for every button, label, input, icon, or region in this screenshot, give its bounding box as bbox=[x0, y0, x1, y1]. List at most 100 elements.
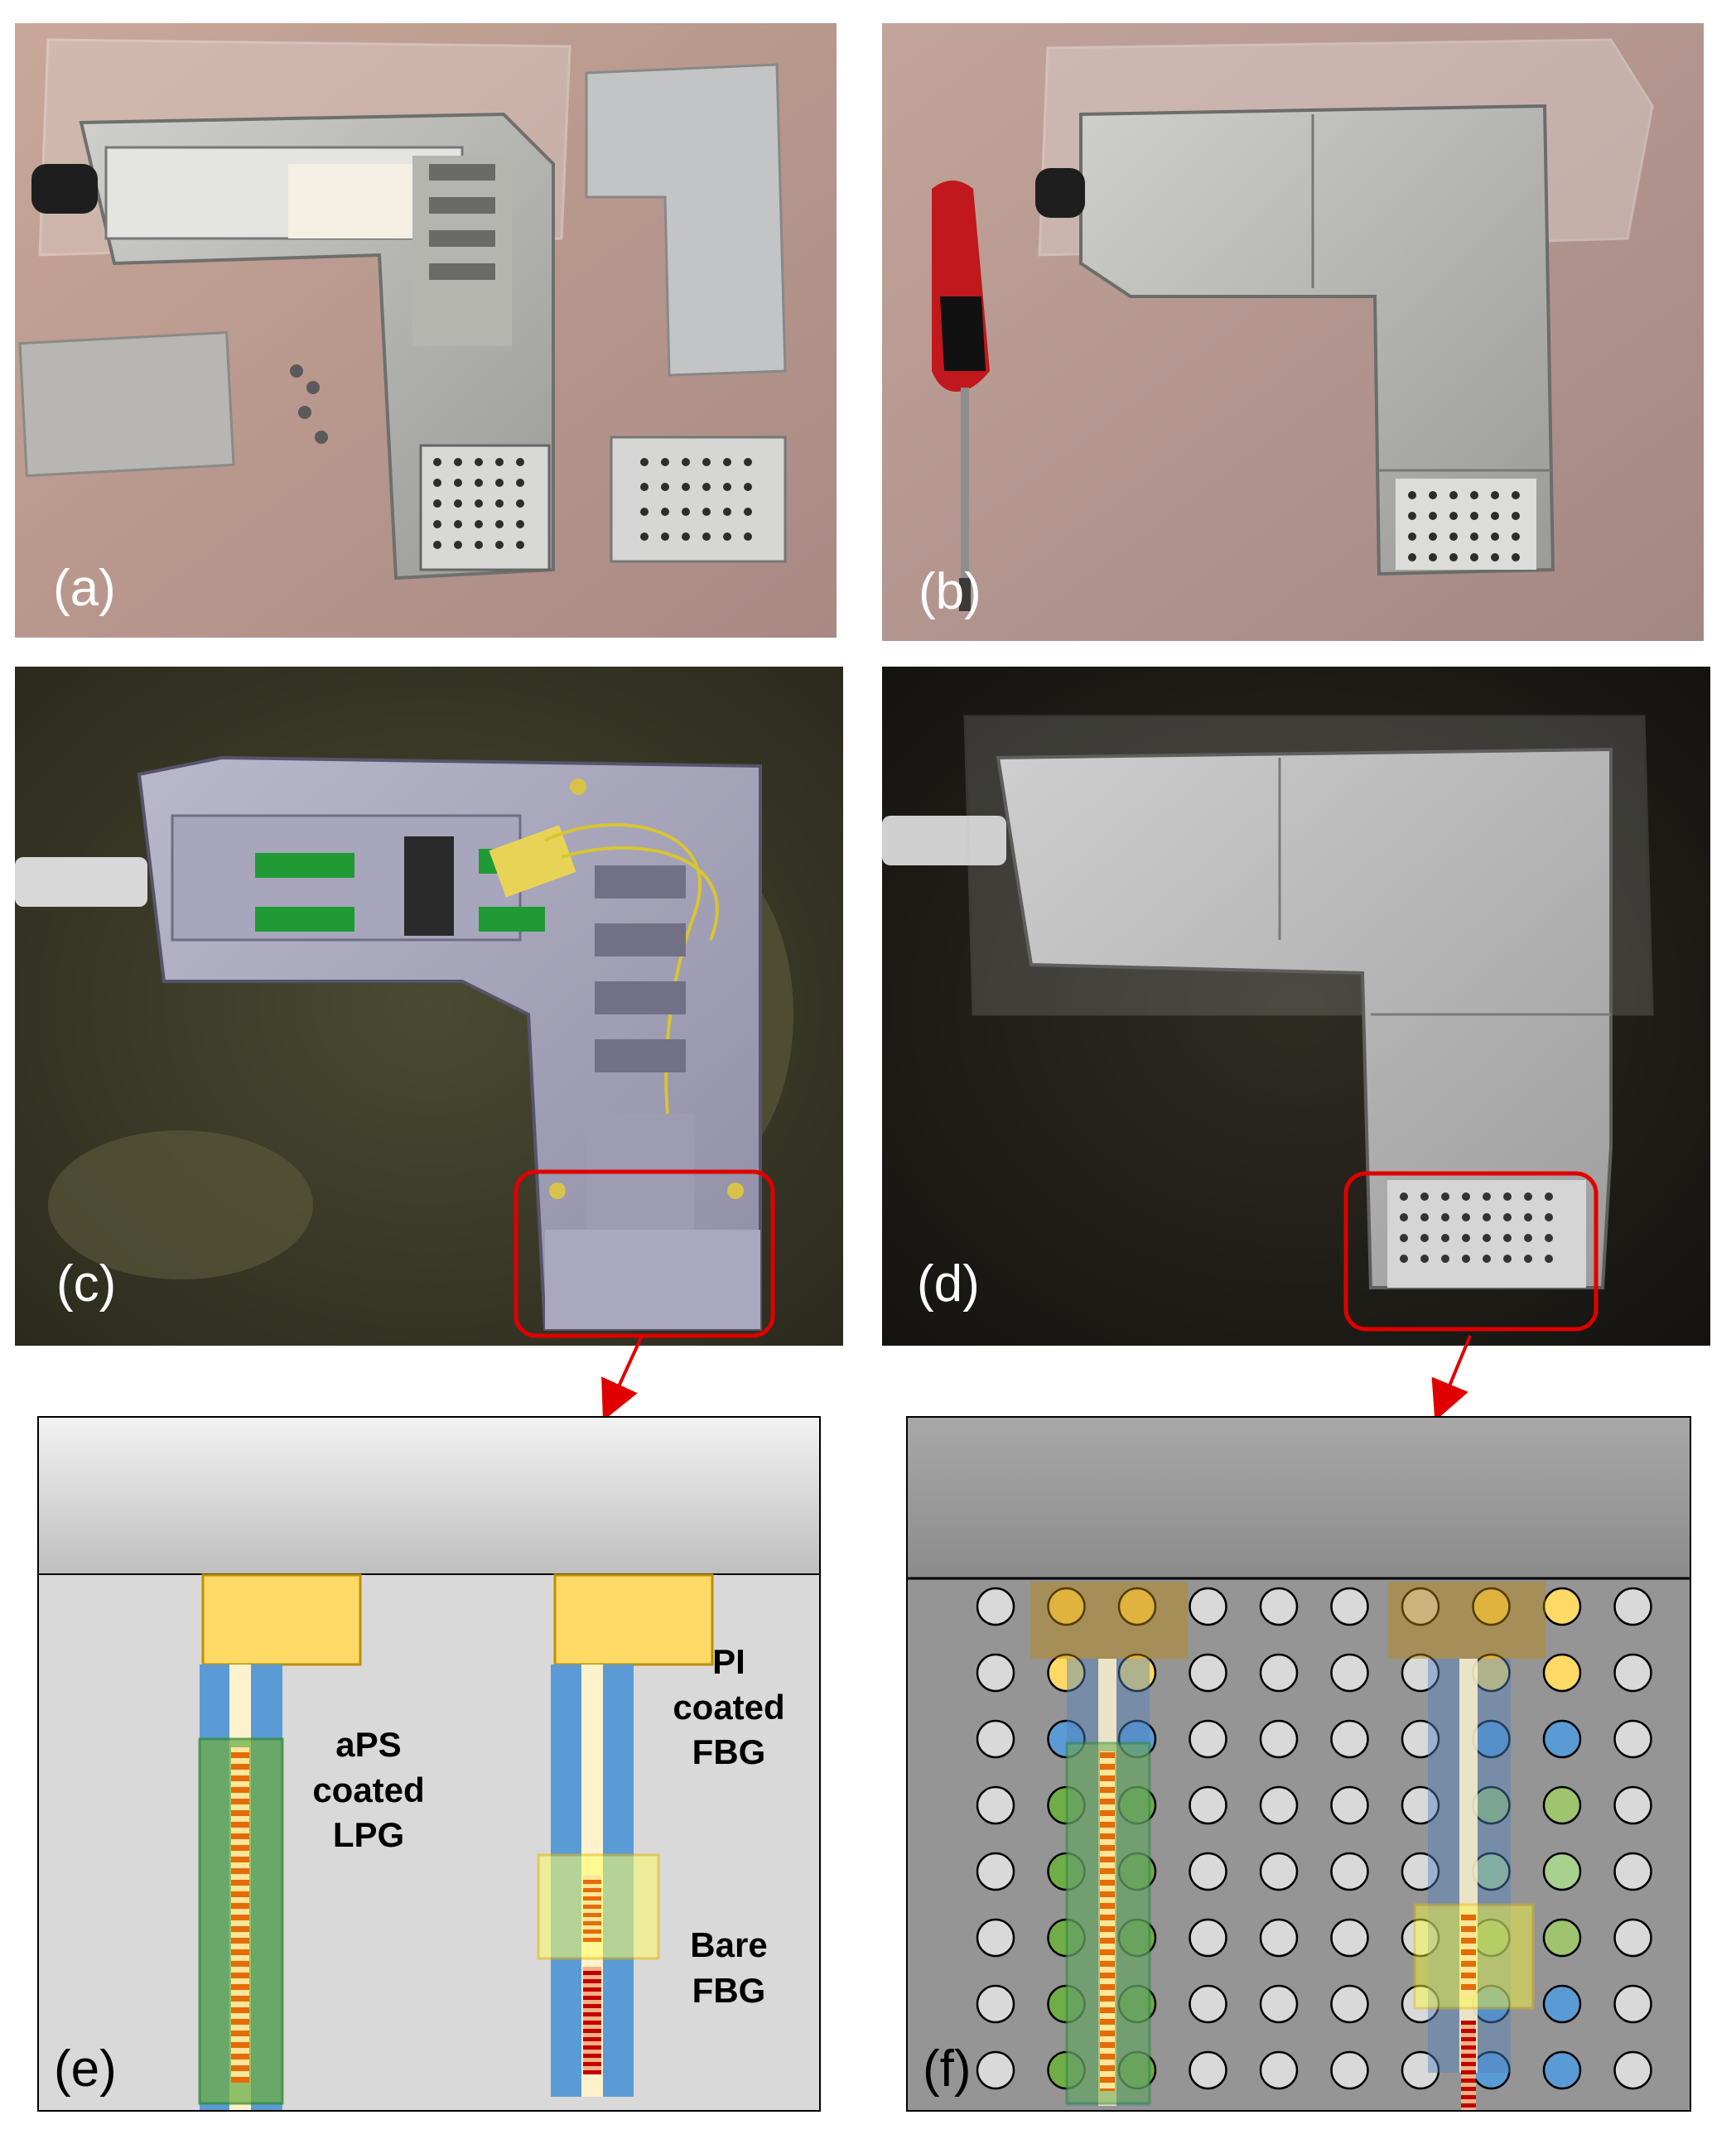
grid-hole bbox=[1330, 1587, 1369, 1626]
grid-hole bbox=[1330, 1785, 1369, 1825]
grid-hole bbox=[1117, 1653, 1157, 1693]
grid-hole bbox=[1259, 1984, 1299, 2024]
hole-grid bbox=[976, 1587, 1652, 2090]
clamp-left bbox=[201, 1573, 362, 1666]
grid-hole bbox=[1259, 1719, 1299, 1759]
grid-hole bbox=[1542, 1719, 1582, 1759]
grid-hole bbox=[1401, 1587, 1440, 1626]
panel-label-b: (b) bbox=[919, 563, 981, 620]
label-aps-line3: LPG bbox=[332, 1815, 405, 1855]
photo-panel-b: (b) bbox=[882, 23, 1704, 641]
pi-fbg-grating bbox=[583, 1876, 601, 1942]
schematic-grid-overlay bbox=[906, 1416, 1691, 2112]
grid-hole bbox=[1189, 1587, 1227, 1626]
grid-hole bbox=[1613, 1587, 1652, 1626]
label-bare-line2: FBG bbox=[692, 1970, 766, 2010]
photo-panel-d: (d) bbox=[882, 667, 1710, 1346]
lpg-grating bbox=[231, 1747, 249, 2083]
grid-hole bbox=[1189, 1984, 1227, 2024]
grid-hole bbox=[1613, 1984, 1652, 2024]
grid-hole bbox=[1117, 1587, 1157, 1626]
label-aps-line2: coated bbox=[312, 1770, 425, 1809]
clamp-overlay-right bbox=[1388, 1582, 1546, 1659]
grid-hole bbox=[1259, 1785, 1299, 1825]
grid-hole bbox=[1189, 2050, 1227, 2090]
grid-hole bbox=[1613, 1719, 1652, 1759]
grid-hole bbox=[1542, 1984, 1582, 2024]
fiber-connectors bbox=[255, 825, 576, 936]
grid-hole bbox=[1047, 1653, 1086, 1693]
fbg-sensors bbox=[537, 1573, 714, 2097]
grid-hole bbox=[976, 2050, 1015, 2090]
grid-hole bbox=[1542, 2050, 1582, 2090]
panel-label-d: (d) bbox=[917, 1255, 980, 1313]
label-bare-line1: Bare bbox=[690, 1925, 768, 1964]
grid-hole bbox=[976, 1852, 1015, 1891]
label-pi-line1: PI bbox=[712, 1642, 745, 1681]
grid-hole bbox=[976, 1984, 1015, 2024]
arrow-d-to-f bbox=[1431, 1335, 1472, 1422]
grid-hole bbox=[976, 1587, 1015, 1626]
grid-hole bbox=[1330, 2050, 1369, 2090]
highlight-box-c bbox=[514, 1169, 775, 1338]
grid-hole bbox=[1330, 1653, 1369, 1693]
grid-hole bbox=[1189, 1918, 1227, 1958]
grid-hole bbox=[1330, 1852, 1369, 1891]
grid-hole bbox=[1047, 1587, 1086, 1626]
panel-label-c: (c) bbox=[56, 1255, 117, 1313]
schematic-sensor-layout bbox=[37, 1416, 821, 2112]
arrow-c-to-e bbox=[601, 1335, 644, 1421]
grid-hole bbox=[976, 1719, 1015, 1759]
bare-fbg-grating bbox=[583, 1967, 601, 2074]
grid-hole bbox=[1613, 1785, 1652, 1825]
grid-hole bbox=[1401, 1852, 1440, 1891]
grid-hole bbox=[1189, 1653, 1227, 1693]
grid-hole bbox=[1401, 1653, 1440, 1693]
grid-hole bbox=[1542, 1918, 1582, 1958]
grid-hole bbox=[1542, 1785, 1582, 1825]
label-aps-line1: aPS bbox=[335, 1725, 402, 1764]
lpg-sensor bbox=[198, 1573, 362, 2112]
photo-installed-housing-open bbox=[15, 667, 843, 1346]
label-pi-line2: coated bbox=[673, 1687, 785, 1727]
grid-hole bbox=[1401, 2050, 1440, 2090]
grid-hole bbox=[1613, 1852, 1652, 1891]
grid-hole bbox=[1189, 1719, 1227, 1759]
panel-label-a: (a) bbox=[53, 560, 116, 617]
grid-hole bbox=[1542, 1653, 1582, 1693]
schematic-panel-f: (f) bbox=[906, 1416, 1691, 2112]
photo-panel-c: (c) bbox=[15, 667, 843, 1346]
grid-hole bbox=[1472, 1587, 1511, 1626]
grid-hole bbox=[1401, 1918, 1440, 1958]
grid-hole bbox=[1542, 1852, 1582, 1891]
grid-hole bbox=[1259, 1852, 1299, 1891]
label-pi-line3: FBG bbox=[692, 1732, 766, 1772]
screwdriver-image bbox=[932, 181, 990, 611]
grid-hole bbox=[1613, 1653, 1652, 1693]
highlight-box-d bbox=[1343, 1171, 1599, 1332]
photo-installed-housing-closed bbox=[882, 667, 1710, 1346]
grid-hole bbox=[1330, 1984, 1369, 2024]
grid-hole bbox=[976, 1918, 1015, 1958]
grid-hole bbox=[1613, 1918, 1652, 1958]
schematic-panel-e: aPS coated LPG PI coated FBG Bare FBG (e… bbox=[37, 1416, 821, 2112]
grid-hole bbox=[1259, 1587, 1299, 1626]
grid-hole bbox=[976, 1785, 1015, 1825]
panel-label-f: (f) bbox=[923, 2040, 972, 2098]
grid-hole bbox=[1189, 1785, 1227, 1825]
grid-hole bbox=[1401, 1719, 1440, 1759]
grid-hole bbox=[1259, 1918, 1299, 1958]
grid-hole bbox=[1542, 1587, 1582, 1626]
photo-assembled-sensor-housing bbox=[882, 23, 1704, 641]
label-bare-fbg: Bare FBG bbox=[667, 1923, 791, 2013]
photo-disassembled-sensor-housing bbox=[15, 23, 837, 638]
clamp-overlay-left bbox=[1030, 1582, 1188, 1659]
grid-hole bbox=[1330, 1719, 1369, 1759]
cover-lid-e bbox=[37, 1416, 821, 1575]
grid-hole bbox=[1401, 1984, 1440, 2024]
grid-hole bbox=[1259, 2050, 1299, 2090]
panel-label-e: (e) bbox=[54, 2040, 117, 2098]
grid-hole bbox=[1613, 2050, 1652, 2090]
label-pi-fbg: PI coated FBG bbox=[667, 1640, 791, 1775]
grid-hole bbox=[1189, 1852, 1227, 1891]
